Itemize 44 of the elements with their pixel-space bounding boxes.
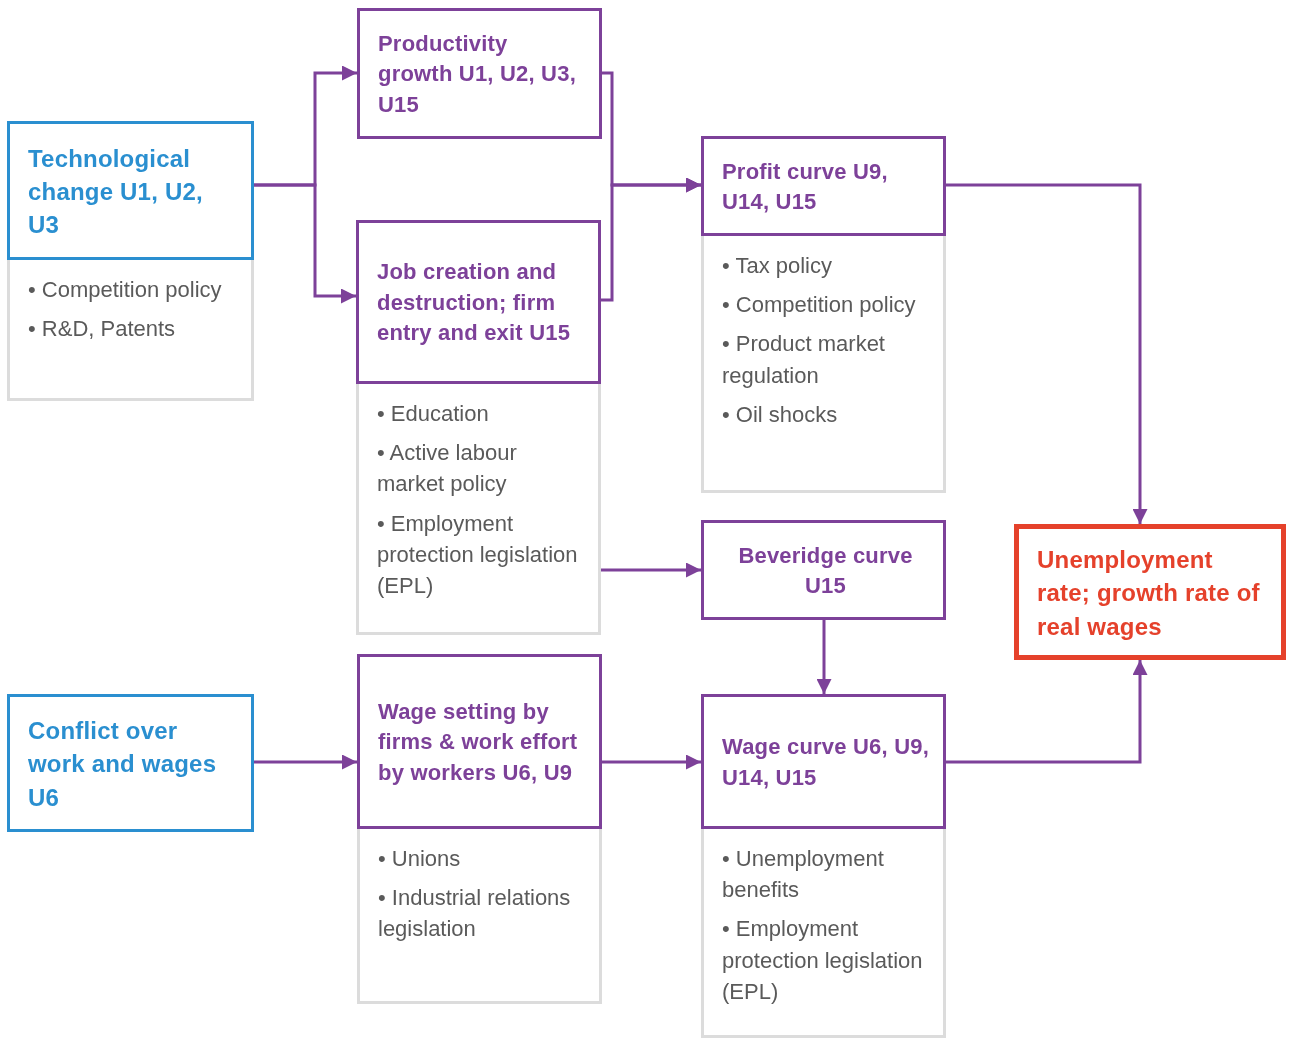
factors-panel bbox=[701, 236, 946, 493]
box-title: Wage curve U6, U9, U14, U15 bbox=[722, 733, 929, 792]
factor-item: • Competition policy bbox=[28, 276, 223, 304]
box-title: Productivity growth U1, U2, U3, U15 bbox=[378, 29, 577, 119]
factor-item: • Employment protection legislation (EPL) bbox=[722, 915, 924, 1006]
factor-item: • Industrial relations legislation bbox=[378, 884, 572, 944]
factor-item: • R&D, Patents bbox=[28, 315, 177, 344]
stage-box bbox=[357, 654, 602, 829]
driver-box bbox=[7, 121, 254, 260]
box-title: Job creation and destruction; firm entry and exit U15 bbox=[377, 258, 572, 348]
stage-box bbox=[356, 220, 601, 384]
factor-item: • Employment protection legislation (EPL) bbox=[377, 509, 579, 601]
arrow bbox=[254, 183, 356, 304]
outcome-box bbox=[1014, 524, 1286, 660]
box-title: Beveridge curve U15 bbox=[737, 541, 914, 600]
stage-box bbox=[701, 136, 946, 236]
stage-box bbox=[357, 8, 602, 139]
factor-item: • Tax policy bbox=[722, 252, 833, 280]
box-title: Unemployment rate; growth rate of real wages bbox=[1037, 545, 1261, 642]
factor-item: • Active labour market policy bbox=[377, 439, 518, 499]
factor-item: • Education bbox=[377, 400, 490, 428]
box-title: Conflict over work and wages U6 bbox=[28, 716, 218, 813]
factor-item: • Oil shocks bbox=[722, 400, 839, 429]
factor-item: • Competition policy bbox=[722, 291, 917, 320]
arrow bbox=[946, 660, 1148, 764]
arrow bbox=[601, 177, 701, 302]
driver-box bbox=[7, 694, 254, 832]
arrow bbox=[254, 754, 357, 770]
factor-item: • Unions bbox=[378, 845, 462, 873]
factors-panel bbox=[7, 260, 254, 401]
factor-item: • Product market regulation bbox=[722, 330, 886, 390]
factor-item: • Unemployment benefits bbox=[722, 845, 885, 905]
factors-panel bbox=[357, 829, 602, 1004]
arrow bbox=[946, 183, 1148, 524]
box-title: Wage setting by firms & work effort by workers U6, U9 bbox=[378, 697, 579, 787]
box-title: Profit curve U9, U14, U15 bbox=[722, 157, 889, 216]
arrow bbox=[816, 620, 832, 694]
stage-box bbox=[701, 694, 946, 829]
box-title: Technological change U1, U2, U3 bbox=[28, 143, 204, 241]
arrow bbox=[601, 562, 701, 578]
stage-box bbox=[701, 520, 946, 620]
arrow bbox=[602, 754, 701, 770]
factors-panel bbox=[356, 384, 601, 635]
factors-panel bbox=[701, 829, 946, 1038]
